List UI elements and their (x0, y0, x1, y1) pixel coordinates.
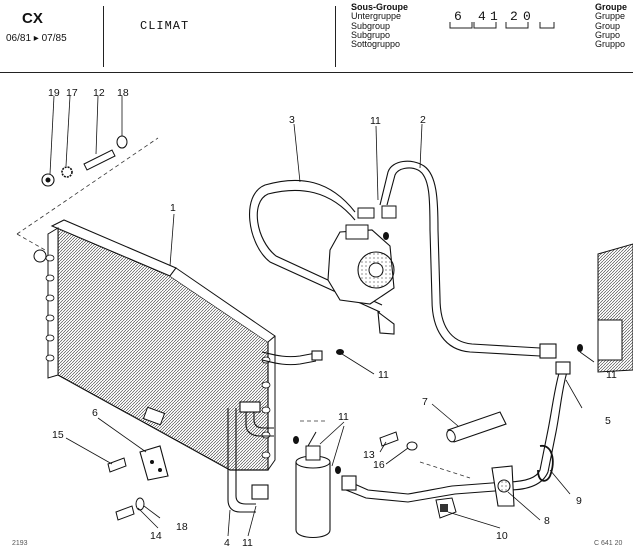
condenser (33, 219, 276, 471)
callout-11d: 11 (606, 369, 617, 381)
evaporator-partial (597, 243, 633, 373)
production-dates: 06/81 ▸ 07/85 (6, 33, 67, 44)
bolt-14 (115, 497, 145, 521)
receiver-drier (295, 431, 331, 539)
bolt-13 (379, 431, 418, 451)
page-title: CLIMAT (140, 19, 190, 33)
callout-10: 10 (496, 530, 508, 542)
group-label-en: Group (595, 20, 621, 31)
callout-19: 19 (48, 87, 60, 99)
subgroup-label-de: Untergruppe (351, 11, 402, 22)
callout-2: 2 (420, 114, 426, 126)
callout-18a: 18 (117, 87, 129, 99)
group-label-es: Grupo (595, 29, 621, 40)
callout-17: 17 (66, 87, 78, 99)
hardware-set (41, 135, 128, 187)
footer-right-code: C 641 20 (594, 540, 623, 547)
callout-11a: 11 (370, 115, 381, 127)
o-rings (293, 232, 583, 474)
subgroup-labels: Sous-Groupe Untergruppe Subgroup Subgrup… (351, 2, 409, 50)
code-digit-4: 2 (510, 9, 518, 24)
foam-tube (446, 411, 507, 443)
callout-11e: 11 (242, 537, 253, 549)
callout-11c: 11 (338, 411, 349, 423)
subgroup-label-es: Subgrupo (351, 29, 391, 40)
callout-9: 9 (576, 495, 582, 507)
callout-15: 15 (52, 429, 64, 441)
callout-6: 6 (92, 407, 98, 419)
group-label-fr: Groupe (595, 2, 628, 12)
clip-10 (435, 497, 457, 519)
bracket-6 (107, 445, 169, 481)
callout-1: 1 (170, 202, 176, 214)
clip-8 (491, 465, 515, 507)
subgroup-label-fr: Sous-Groupe (351, 2, 409, 12)
compressor (327, 205, 397, 305)
callout-5: 5 (605, 415, 611, 427)
callout-4: 4 (224, 537, 230, 549)
callout-18b: 18 (176, 521, 188, 533)
header-divider (0, 72, 633, 73)
callout-12: 12 (93, 87, 105, 99)
code-digit-1: 6 (454, 9, 462, 24)
callout-13: 13 (363, 449, 375, 461)
callout-11b: 11 (378, 369, 389, 381)
group-labels: Groupe Gruppe Group Grupo Gruppo (595, 2, 628, 50)
callout-14: 14 (150, 530, 162, 542)
group-label-it: Gruppo (595, 39, 626, 50)
subgroup-label-en: Subgroup (351, 20, 391, 31)
subgroup-label-it: Sottogruppo (351, 39, 401, 50)
footer-left-code: 2193 (12, 540, 28, 547)
code-digit-2: 4 (478, 9, 486, 24)
code-digit-5: 0 (523, 9, 531, 24)
group-label-de: Gruppe (595, 11, 626, 22)
callout-3: 3 (289, 114, 295, 126)
callout-7: 7 (422, 396, 428, 408)
code-digit-3: 1 (490, 9, 498, 24)
model-name: CX (22, 10, 43, 27)
callout-16: 16 (373, 459, 385, 471)
callout-8: 8 (544, 515, 550, 527)
title-box (103, 6, 336, 67)
clamp-9 (537, 445, 554, 482)
